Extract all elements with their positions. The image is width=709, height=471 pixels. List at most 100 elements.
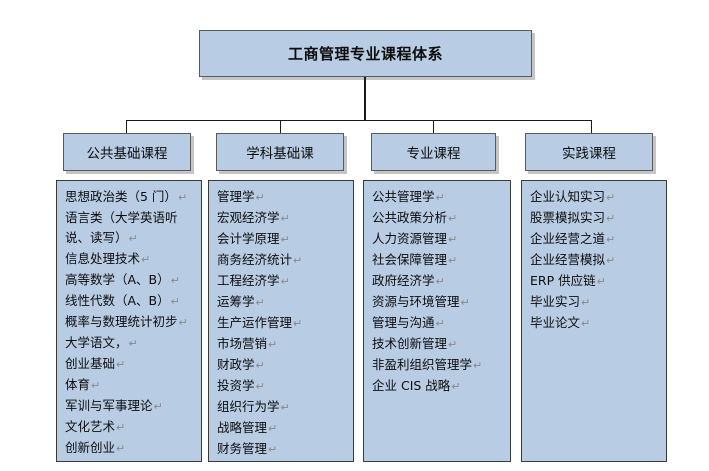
- course-item: 投资学↵: [217, 376, 353, 397]
- course-list-public-basic: 思想政治类（5 门）↵语言类（大学英语听说、读写）↵信息处理技术↵高等数学（A、…: [56, 180, 202, 462]
- course-list-professional: 公共管理学↵公共政策分析↵人力资源管理↵社会保障管理↵政府经济学↵资源与环境管理…: [363, 180, 511, 462]
- course-item-label: 线性代数（A、B）: [65, 293, 170, 308]
- course-item-label: 毕业实习: [530, 294, 581, 309]
- paragraph-mark-icon: ↵: [170, 274, 180, 287]
- course-item-label: 概率与数理统计初步: [65, 314, 178, 329]
- course-list-practical: 企业认知实习↵股票模拟实习↵企业经营之道↵企业经营模拟↵ERP 供应链↵毕业实习…: [521, 180, 667, 462]
- course-item: 高等数学（A、B）↵: [65, 270, 201, 291]
- course-item-label: 高等数学（A、B）: [65, 272, 170, 287]
- paragraph-mark-icon: ↵: [448, 233, 458, 246]
- course-item: 企业认知实习↵: [530, 187, 666, 208]
- course-item: 社会保障管理↵: [372, 250, 510, 271]
- paragraph-mark-icon: ↵: [178, 316, 188, 329]
- course-item: 军训与军事理论↵: [65, 396, 201, 417]
- course-item-label: 管理学: [217, 189, 255, 204]
- course-item-label: 资源与环境管理: [372, 294, 460, 309]
- course-item: 财政学↵: [217, 355, 353, 376]
- course-item: 创业基础↵: [65, 354, 201, 375]
- course-item-label: 会计学原理: [217, 231, 280, 246]
- course-item-label: 信息处理技术: [65, 251, 141, 266]
- course-item: 资源与环境管理↵: [372, 292, 510, 313]
- paragraph-mark-icon: ↵: [280, 212, 290, 225]
- course-item: 市场营销↵: [217, 334, 353, 355]
- course-item-label: 语言类（大学英语听说、读写）: [65, 210, 178, 245]
- paragraph-mark-icon: ↵: [255, 191, 265, 204]
- course-item: 战略管理↵: [217, 418, 353, 439]
- category-header-practical[interactable]: 实践课程: [525, 133, 653, 171]
- course-item: 体育↵: [65, 375, 201, 396]
- course-item-label: 商务经济统计: [217, 252, 293, 267]
- course-item-label: 社会保障管理: [372, 252, 448, 267]
- paragraph-mark-icon: ↵: [280, 233, 290, 246]
- paragraph-mark-icon: ↵: [448, 212, 458, 225]
- course-item-label: 投资学: [217, 378, 255, 393]
- paragraph-mark-icon: ↵: [116, 421, 126, 434]
- course-item-label: 企业经营之道: [530, 231, 606, 246]
- course-item: 股票模拟实习↵: [530, 208, 666, 229]
- course-item: 毕业实习↵: [530, 292, 666, 313]
- course-item-label: 非盈利组织管理学: [372, 357, 473, 372]
- paragraph-mark-icon: ↵: [128, 232, 138, 245]
- course-item-label: 战略管理: [217, 420, 268, 435]
- category-header-label: 实践课程: [562, 146, 616, 162]
- course-item: 概率与数理统计初步↵: [65, 312, 201, 333]
- course-item-label: 组织行为学: [217, 399, 280, 414]
- course-item: 会计学原理↵: [217, 229, 353, 250]
- course-item: 信息处理技术↵: [65, 249, 201, 270]
- course-item: 组织行为学↵: [217, 397, 353, 418]
- paragraph-mark-icon: ↵: [116, 442, 126, 455]
- course-item: ERP 供应链↵: [530, 271, 666, 292]
- course-item: 技术创新管理↵: [372, 334, 510, 355]
- course-item-label: 财政学: [217, 357, 255, 372]
- course-item: 商务经济统计↵: [217, 250, 353, 271]
- course-item-label: 生产运作管理: [217, 315, 293, 330]
- paragraph-mark-icon: ↵: [606, 191, 616, 204]
- paragraph-mark-icon: ↵: [255, 380, 265, 393]
- paragraph-mark-icon: ↵: [170, 295, 180, 308]
- course-item: 毕业论文↵: [530, 313, 666, 334]
- course-item-label: 财务管理: [217, 441, 268, 456]
- course-item-label: 政府经济学: [372, 273, 435, 288]
- course-item: 政府经济学↵: [372, 271, 510, 292]
- course-item: 语言类（大学英语听说、读写）↵: [65, 208, 201, 249]
- paragraph-mark-icon: ↵: [581, 317, 591, 330]
- paragraph-mark-icon: ↵: [293, 317, 303, 330]
- paragraph-mark-icon: ↵: [268, 338, 278, 351]
- paragraph-mark-icon: ↵: [596, 275, 606, 288]
- paragraph-mark-icon: ↵: [606, 212, 616, 225]
- category-header-discipline-basic[interactable]: 学科基础课: [216, 133, 344, 171]
- course-item: 人力资源管理↵: [372, 229, 510, 250]
- course-item-label: 工程经济学: [217, 273, 280, 288]
- paragraph-mark-icon: ↵: [153, 400, 163, 413]
- course-item: 思想政治类（5 门）↵: [65, 187, 201, 208]
- paragraph-mark-icon: ↵: [606, 254, 616, 267]
- category-header-public-basic[interactable]: 公共基础课程: [63, 133, 191, 171]
- paragraph-mark-icon: ↵: [280, 401, 290, 414]
- paragraph-mark-icon: ↵: [177, 191, 188, 204]
- course-item-label: 体育: [65, 377, 91, 392]
- paragraph-mark-icon: ↵: [460, 296, 470, 309]
- course-item-label: 军训与军事理论: [65, 398, 153, 413]
- connector-horizontal-bus: [126, 120, 592, 121]
- course-item: 生产运作管理↵: [217, 313, 353, 334]
- diagram-title-box: 工商管理专业课程体系: [199, 30, 532, 77]
- connector-drop-2: [280, 120, 281, 133]
- course-item-label: 人力资源管理: [372, 231, 448, 246]
- course-item: 大学语文，↵: [65, 333, 201, 354]
- course-item: 运筹学↵: [217, 292, 353, 313]
- paragraph-mark-icon: ↵: [255, 359, 265, 372]
- paragraph-mark-icon: ↵: [293, 254, 303, 267]
- diagram-title: 工商管理专业课程体系: [287, 45, 443, 63]
- course-item: 公共政策分析↵: [372, 208, 510, 229]
- course-item-label: 市场营销: [217, 336, 268, 351]
- category-header-professional[interactable]: 专业课程: [371, 133, 496, 171]
- paragraph-mark-icon: ↵: [448, 338, 458, 351]
- course-item-label: 思想政治类（5 门）: [65, 189, 177, 204]
- course-item: 创新创业↵: [65, 438, 201, 459]
- category-header-label: 专业课程: [406, 146, 461, 162]
- course-item-label: 企业 CIS 战略: [372, 378, 451, 393]
- paragraph-mark-icon: ↵: [435, 275, 445, 288]
- connector-drop-3: [433, 120, 434, 133]
- category-header-label: 公共基础课程: [86, 146, 168, 162]
